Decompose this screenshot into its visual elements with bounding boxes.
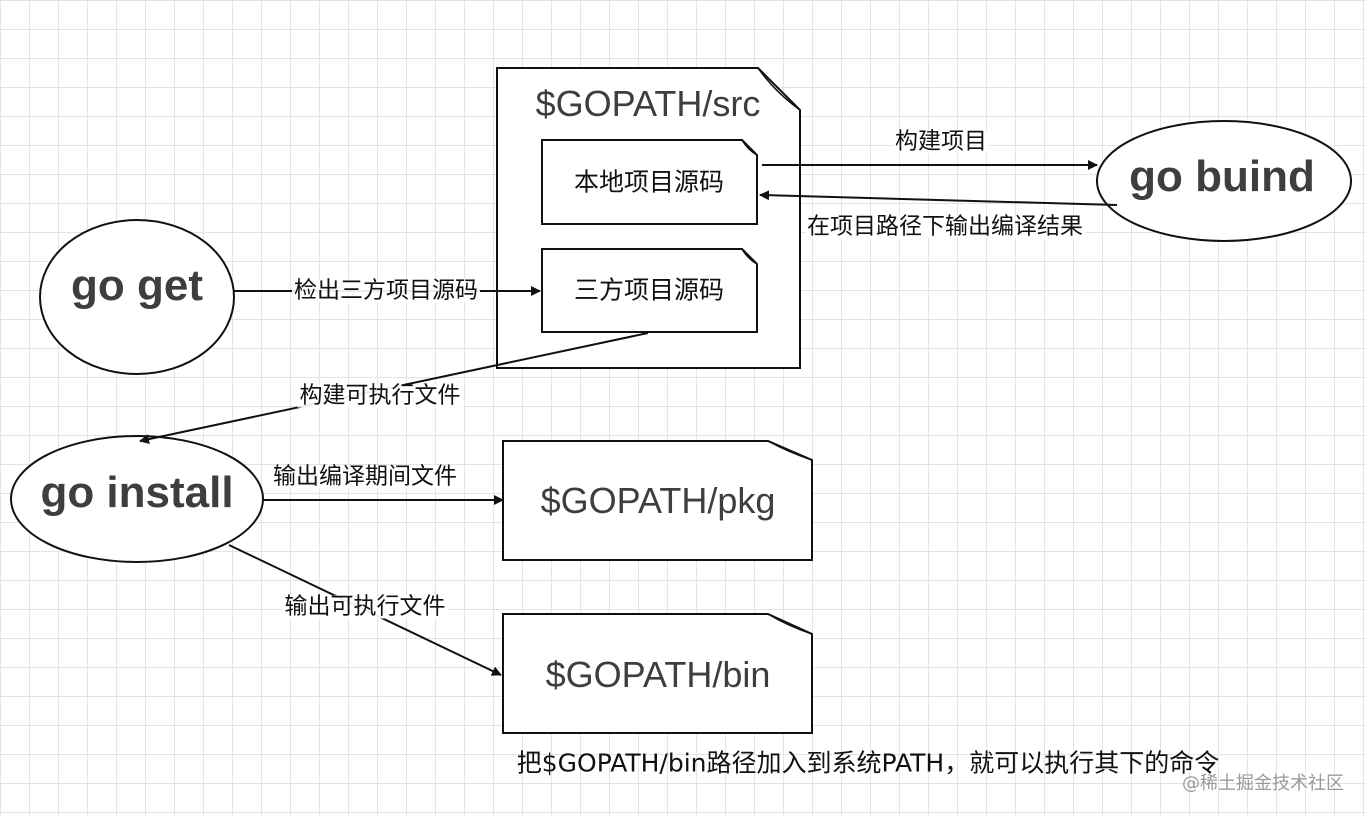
go-install-label: go install [40,468,234,517]
local-source-label: 本地项目源码 [573,167,725,197]
bin-container-fold [767,613,813,635]
third-party-source-label: 三方项目源码 [573,275,725,305]
watermark: @稀土掘金技术社区 [1182,773,1344,794]
edge-output-result [759,190,1118,206]
src-title: $GOPATH/src [535,83,761,124]
local-source-box [541,139,758,225]
local-source-fold [741,139,758,156]
third-party-source-fold [741,248,758,265]
bin-title: $GOPATH/bin [545,654,771,695]
edge-label-build-project: 构建项目 [893,128,989,155]
edge-label-checkout-third-party: 检出三方项目源码 [292,277,480,304]
pkg-container [502,440,813,561]
third-party-source-box [541,248,758,333]
go-get-label: go get [71,261,203,310]
path-note: 把$GOPATH/bin路径加入到系统PATH，就可以执行其下的命令 [516,748,1220,778]
edge-label-output-compile-files: 输出编译期间文件 [271,463,459,490]
edge-label-build-executable: 构建可执行文件 [297,382,463,409]
src-container-fold [757,67,801,111]
pkg-title: $GOPATH/pkg [540,480,776,521]
go-build-ellipse [1096,120,1352,242]
edge-label-output-result: 在项目路径下输出编译结果 [805,213,1085,240]
bin-container [502,613,813,734]
go-get-ellipse [39,219,235,375]
pkg-container-fold [767,440,813,461]
edge-label-output-executable: 输出可执行文件 [282,593,448,620]
go-build-label: go buind [1129,152,1315,201]
